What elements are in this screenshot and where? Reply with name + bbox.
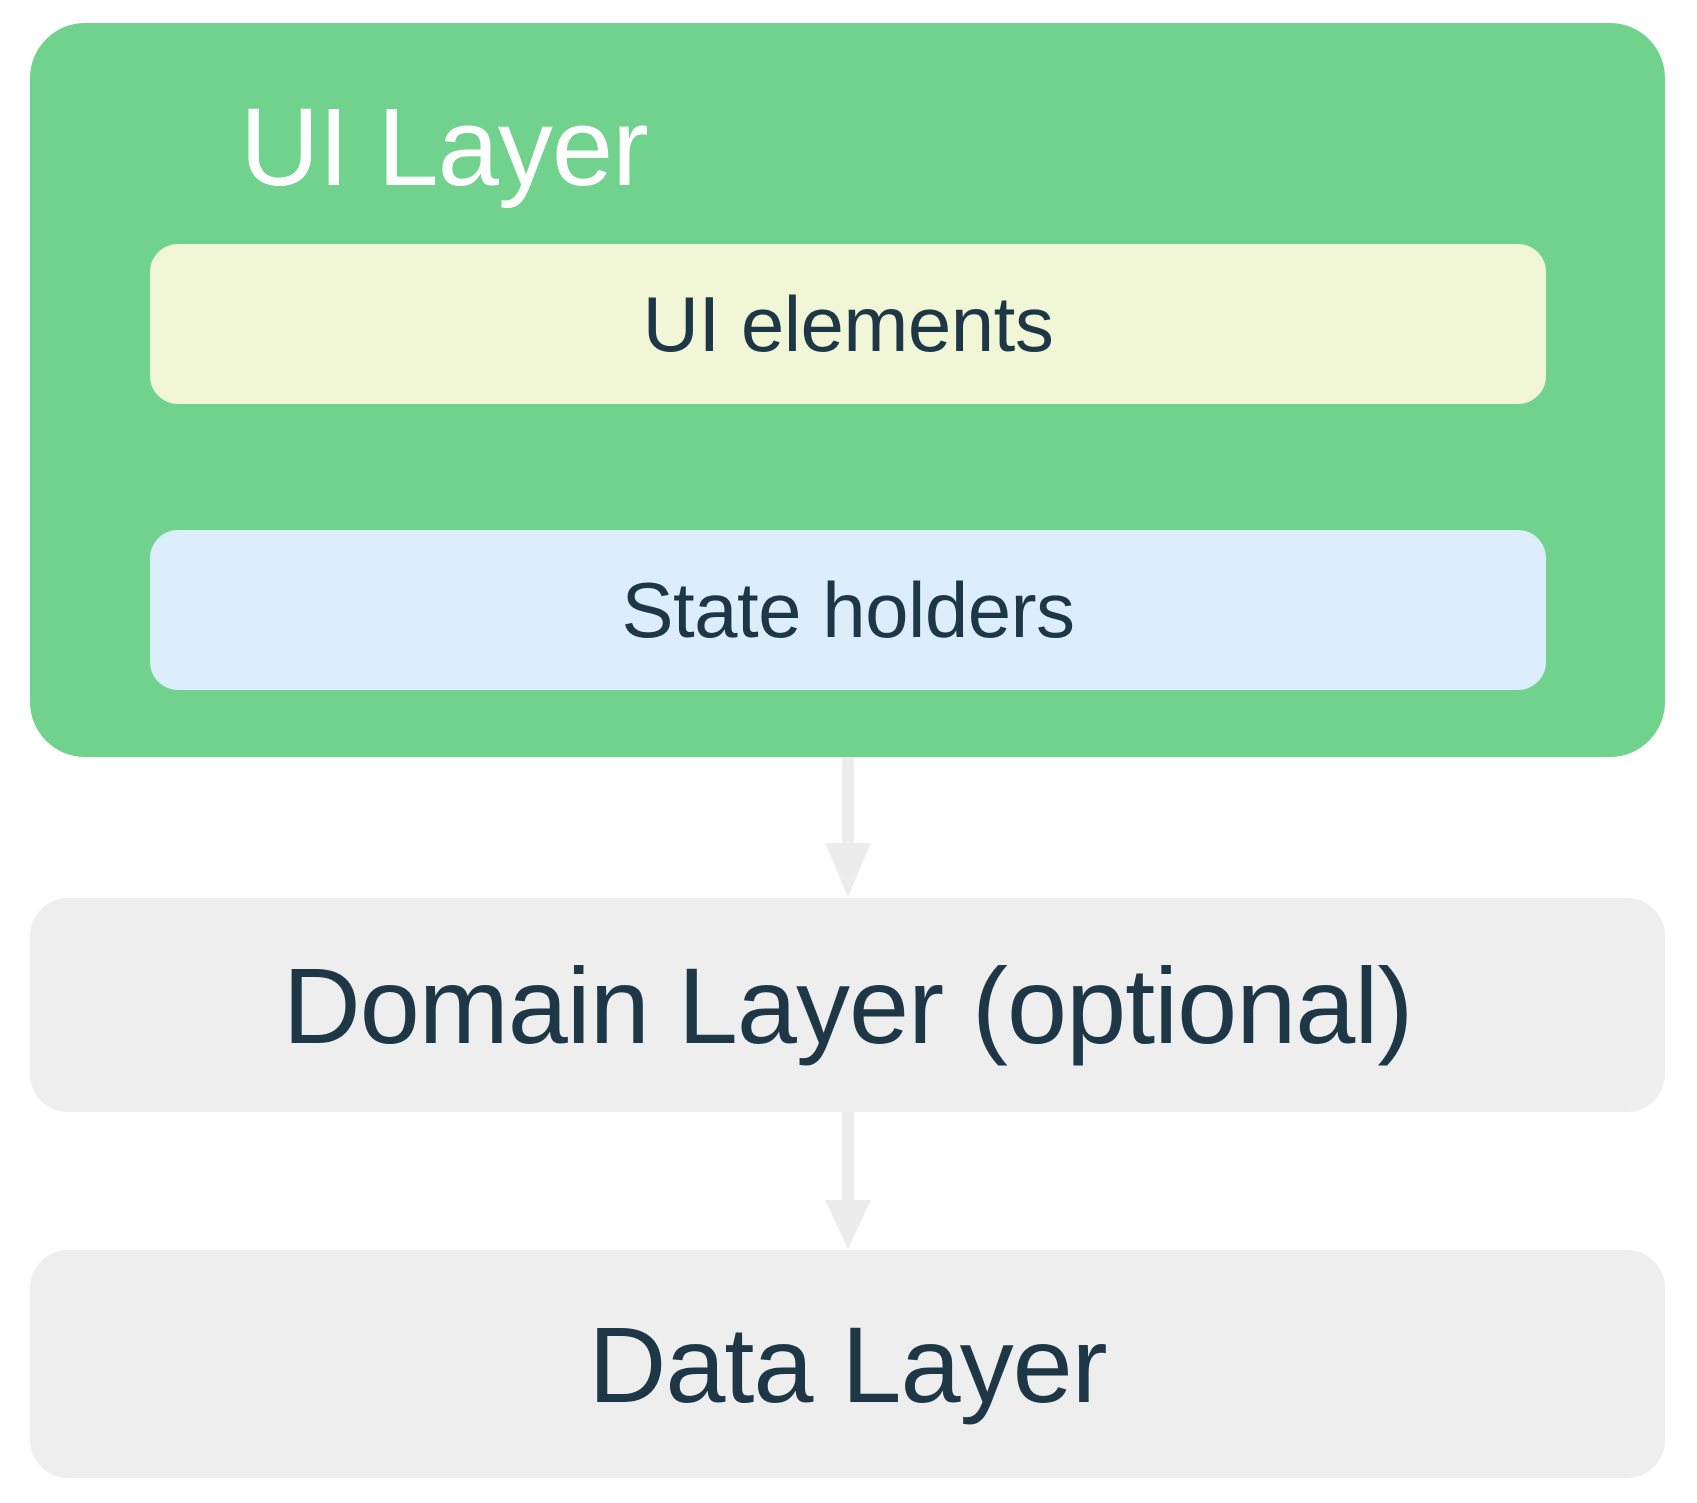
domain-layer-label: Domain Layer (optional) [282,944,1414,1066]
state-holders-label: State holders [621,565,1075,654]
data-layer-box: Data Layer [30,1250,1665,1478]
arrow-domain-layer-to-data-layer-icon [825,1112,871,1249]
ui-elements-box: UI elements [150,244,1546,404]
ui-layer-box: UI Layer UI elements State holders [30,23,1665,757]
state-holders-box: State holders [150,530,1546,690]
domain-layer-box: Domain Layer (optional) [30,898,1665,1112]
data-layer-label: Data Layer [588,1303,1107,1425]
ui-layer-title: UI Layer [240,86,649,209]
ui-elements-label: UI elements [642,279,1054,368]
